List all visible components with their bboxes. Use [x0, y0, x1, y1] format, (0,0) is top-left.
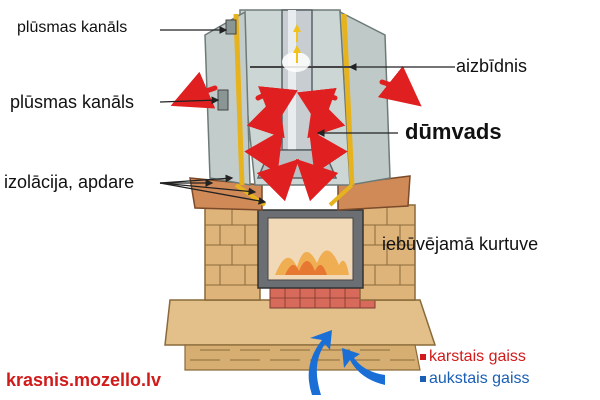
label-flow-channel-top: plūsmas kanāls	[17, 19, 128, 36]
hot-swatch-icon	[420, 353, 426, 360]
firebox-insert	[257, 209, 364, 289]
legend-cold-label: aukstais gaiss	[429, 370, 530, 387]
label-chimney: dūmvads	[405, 119, 502, 144]
label-flow-channel-mid: plūsmas kanāls	[10, 92, 135, 112]
cold-air-arrows	[308, 330, 385, 395]
hot-air-arrows	[170, 65, 422, 202]
cold-swatch-icon	[420, 375, 426, 382]
legend-hot-air: karstais gaiss	[420, 348, 526, 366]
website-link[interactable]: krasnis.mozello.lv	[6, 370, 162, 390]
label-firebox: iebūvējamā kurtuve	[382, 234, 539, 254]
legend-cold-air: aukstais gaiss	[420, 370, 530, 388]
leader-lines	[159, 26, 455, 205]
label-damper: aizbīdnis	[456, 56, 528, 76]
label-insulation: izolācija, apdare	[4, 172, 135, 192]
brick-pillars	[204, 204, 416, 301]
legend-hot-label: karstais gaiss	[429, 348, 526, 365]
